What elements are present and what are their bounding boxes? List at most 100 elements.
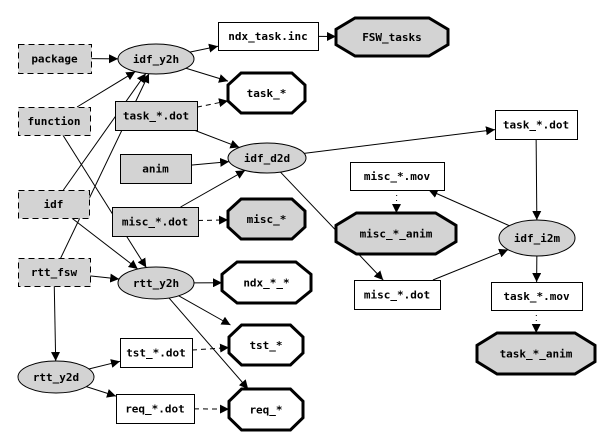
edge-misc_dot_in-to-misc_star [197, 215, 229, 225]
node-task-dot-in[interactable]: task_*.dot [115, 101, 198, 131]
node-label: tst_*.dot [126, 347, 186, 360]
edge-function-to-rtt_y2h [62, 134, 147, 268]
nodes-layer: package function idf rtt_fsw idf_y2h rtt_y2hr… [17, 16, 597, 432]
node-shape [491, 282, 583, 311]
node-idf-i2m[interactable]: idf_i2m [498, 219, 576, 257]
node-label: ndx_*_* [243, 277, 289, 290]
node-misc-dot-out[interactable]: misc_*.dot [354, 280, 441, 310]
node-rtt-y2h[interactable]: rtt_y2h [117, 266, 195, 300]
edge-idf_d2d-to-misc_dot_out [280, 171, 384, 281]
node-label: req_* [249, 404, 282, 417]
node-shape [334, 16, 450, 58]
edge-anim-to-idf_d2d [190, 157, 230, 167]
node-task-anim[interactable]: task_*_anim [475, 331, 597, 376]
node-shape [117, 266, 195, 300]
node-rtt-fsw[interactable]: rtt_fsw [18, 258, 91, 287]
edge-misc_dot_in-to-idf_d2d [180, 169, 246, 208]
node-shape [115, 101, 198, 131]
edge-idf-to-rtt_y2h [71, 217, 139, 270]
node-shape [227, 323, 305, 367]
node-label: idf_i2m [514, 232, 561, 245]
edge-idf_y2h-to-task_star [185, 67, 229, 83]
node-fsw-tasks[interactable]: FSW_tasks [334, 16, 450, 58]
node-label: tst_* [249, 339, 282, 352]
edges-layer [51, 31, 542, 414]
node-rtt-y2d[interactable]: rtt_y2d [17, 360, 95, 394]
edge-task_dot_out-to-idf_i2m [532, 138, 542, 221]
node-misc-mov[interactable]: misc_*.mov [350, 162, 445, 191]
node-shape [18, 44, 92, 74]
node-label: task_*.dot [123, 110, 189, 123]
edge-rtt_fsw-to-rtt_y2h [89, 273, 120, 283]
edge-rtt_y2d-to-tst_dot [88, 359, 121, 370]
node-req-star[interactable]: req_* [227, 387, 305, 432]
node-shape [218, 22, 319, 51]
node-task-dot-out[interactable]: task_*.dot [495, 110, 578, 140]
node-anim[interactable]: anim [120, 154, 192, 184]
edge-rtt_y2d-to-req_dot [86, 386, 117, 398]
edge-idf_d2d-to-task_dot_out [304, 126, 496, 154]
node-idf[interactable]: idf [18, 190, 90, 219]
node-label: misc_*.dot [364, 289, 430, 302]
node-label: req_*.dot [125, 403, 185, 416]
node-idf-y2h[interactable]: idf_y2h [117, 43, 195, 75]
edge-function-to-idf_y2h [76, 71, 136, 108]
node-label: rtt_y2h [133, 277, 179, 290]
node-ndx-star-star[interactable]: ndx_*_* [220, 260, 313, 305]
node-label: task_*.mov [503, 290, 570, 303]
node-shape [120, 154, 192, 184]
node-shape [498, 219, 576, 257]
node-shape [220, 260, 313, 305]
node-ndx-task-inc[interactable]: ndx_task.inc [218, 22, 319, 51]
node-misc-dot-in[interactable]: misc_*.dot [112, 207, 199, 237]
node-shape [226, 71, 307, 115]
node-shape [116, 394, 195, 424]
node-shape [117, 43, 195, 75]
node-label: task_*_anim [500, 348, 573, 361]
node-shape [18, 107, 91, 136]
node-label: misc_*_anim [360, 228, 433, 241]
edge-rtt_y2h-to-tst_star [178, 295, 231, 326]
edge-idf_y2h-to-ndx_task_inc [189, 43, 219, 53]
node-shape [350, 162, 445, 191]
node-label: misc_*.mov [364, 170, 431, 183]
node-label: task_*.dot [503, 119, 569, 132]
node-label: idf_d2d [244, 152, 290, 165]
node-shape [495, 110, 578, 140]
node-misc-anim[interactable]: misc_*_anim [334, 211, 458, 256]
node-label: task_* [247, 87, 287, 100]
node-idf-d2d[interactable]: idf_d2d [227, 142, 307, 174]
edge-rtt_y2h-to-req_star [168, 297, 249, 390]
node-label: misc_*.dot [122, 216, 188, 229]
node-tst-star[interactable]: tst_* [227, 323, 305, 367]
node-package[interactable]: package [18, 44, 92, 74]
node-req-dot[interactable]: req_*.dot [116, 394, 195, 424]
node-task-mov[interactable]: task_*.mov [491, 282, 583, 311]
node-function[interactable]: function [18, 107, 91, 136]
node-label: rtt_y2d [33, 371, 79, 384]
node-shape [227, 387, 305, 432]
node-label: idf_y2h [133, 53, 179, 66]
node-shape [18, 258, 91, 287]
edge-task_dot_in-to-idf_d2d [193, 129, 240, 149]
node-shape [475, 331, 597, 376]
node-label: idf [44, 198, 64, 211]
node-task-star[interactable]: task_* [226, 71, 307, 115]
node-label: FSW_tasks [362, 31, 422, 44]
node-shape [112, 207, 199, 237]
node-shape [354, 280, 441, 310]
node-tst-dot[interactable]: tst_*.dot [120, 338, 193, 368]
node-shape [226, 197, 307, 241]
node-label: misc_* [247, 213, 287, 226]
node-misc-star[interactable]: misc_* [226, 197, 307, 241]
node-label: package [31, 53, 78, 66]
edge-idf_i2m-to-misc_mov [428, 189, 510, 227]
node-label: anim [142, 163, 169, 176]
node-label: rtt_fsw [31, 266, 78, 279]
node-shape [18, 190, 90, 219]
node-shape [120, 338, 193, 368]
edge-tst_dot-to-tst_star [191, 343, 230, 353]
node-shape [227, 142, 307, 174]
edge-idf-to-idf_y2h [62, 73, 147, 191]
